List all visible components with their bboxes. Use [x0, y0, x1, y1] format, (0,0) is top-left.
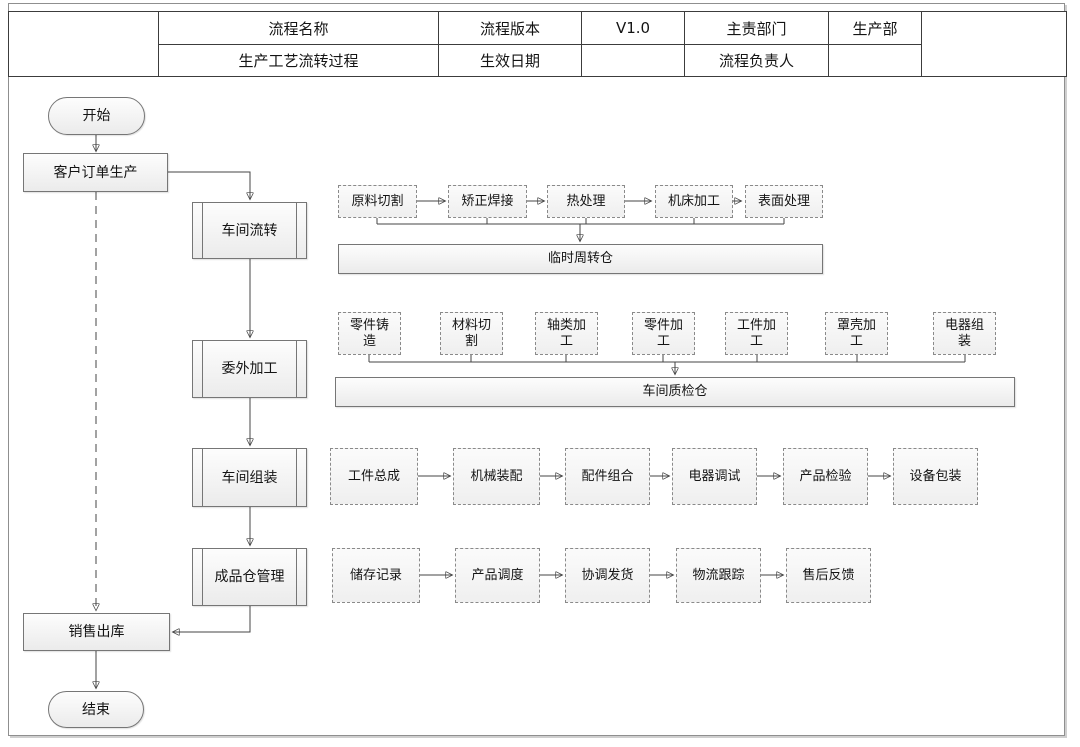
dashed-step[interactable]: 零件加工	[632, 312, 695, 355]
subprocess-label: 车间流转	[221, 222, 278, 239]
temp-transfer-warehouse-box[interactable]: 临时周转仓	[338, 244, 823, 274]
finished-goods-warehouse-subprocess[interactable]: 成品仓管理	[192, 548, 307, 606]
dashed-step[interactable]: 表面处理	[745, 185, 823, 218]
dashed-step[interactable]: 设备包装	[893, 448, 978, 505]
start-terminal[interactable]: 开始	[48, 97, 145, 135]
process-name-value: 生产工艺流转过程	[158, 44, 438, 76]
dashed-step[interactable]: 原料切割	[338, 185, 417, 218]
row1-collector-line	[376, 218, 785, 225]
department-label: 主责部门	[684, 12, 828, 44]
effective-date-label: 生效日期	[438, 44, 581, 76]
version-label: 流程版本	[438, 12, 581, 44]
end-terminal[interactable]: 结束	[48, 691, 144, 728]
dashed-step[interactable]: 矫正焊接	[448, 185, 527, 218]
process-name-label: 流程名称	[158, 12, 438, 44]
connector-warehouse-to-sales	[173, 606, 251, 632]
dashed-step[interactable]: 机械装配	[453, 448, 540, 505]
dashed-step[interactable]: 零件铸造	[338, 312, 401, 355]
connector-order-to-workshop-flow	[168, 171, 250, 199]
dashed-step[interactable]: 工件加工	[725, 312, 788, 355]
subprocess-label: 车间组装	[221, 469, 278, 486]
header-empty-cell-right	[921, 12, 1066, 76]
owner-label: 流程负责人	[684, 44, 828, 76]
dashed-step[interactable]: 工件总成	[330, 448, 418, 505]
workshop-assembly-subprocess[interactable]: 车间组装	[192, 448, 307, 507]
dashed-step[interactable]: 电器组装	[933, 312, 996, 355]
outsourcing-subprocess[interactable]: 委外加工	[192, 340, 307, 398]
dashed-step[interactable]: 协调发货	[565, 548, 650, 603]
dashed-step[interactable]: 产品检验	[783, 448, 868, 505]
sales-outbound-step[interactable]: 销售出库	[23, 613, 170, 651]
page-border	[8, 3, 1065, 736]
workshop-flow-subprocess[interactable]: 车间流转	[192, 202, 307, 259]
subprocess-label: 委外加工	[221, 361, 278, 377]
dashed-step[interactable]: 物流跟踪	[676, 548, 761, 603]
dashed-step[interactable]: 罩壳加工	[825, 312, 888, 355]
subprocess-label: 成品仓管理	[214, 569, 285, 585]
department-value: 生产部	[828, 12, 921, 44]
effective-date-value	[581, 44, 684, 76]
row2-collector-line	[368, 355, 966, 363]
version-value: V1.0	[581, 12, 684, 44]
dashed-step[interactable]: 售后反馈	[786, 548, 871, 603]
dashed-step[interactable]: 材料切割	[440, 312, 503, 355]
dashed-step[interactable]: 电器调试	[672, 448, 757, 505]
dashed-step[interactable]: 产品调度	[455, 548, 540, 603]
dashed-step[interactable]: 热处理	[547, 185, 625, 218]
customer-order-step[interactable]: 客户订单生产	[23, 153, 168, 192]
process-header-table: 流程名称 流程版本 V1.0 主责部门 生产部 生产工艺流转过程 生效日期 流程…	[8, 11, 1067, 77]
dashed-step[interactable]: 储存记录	[332, 548, 420, 603]
dashed-step[interactable]: 轴类加工	[535, 312, 598, 355]
dashed-step[interactable]: 配件组合	[565, 448, 650, 505]
owner-value	[828, 44, 921, 76]
workshop-qc-warehouse-box[interactable]: 车间质检仓	[335, 377, 1015, 407]
dashed-step[interactable]: 机床加工	[655, 185, 733, 218]
